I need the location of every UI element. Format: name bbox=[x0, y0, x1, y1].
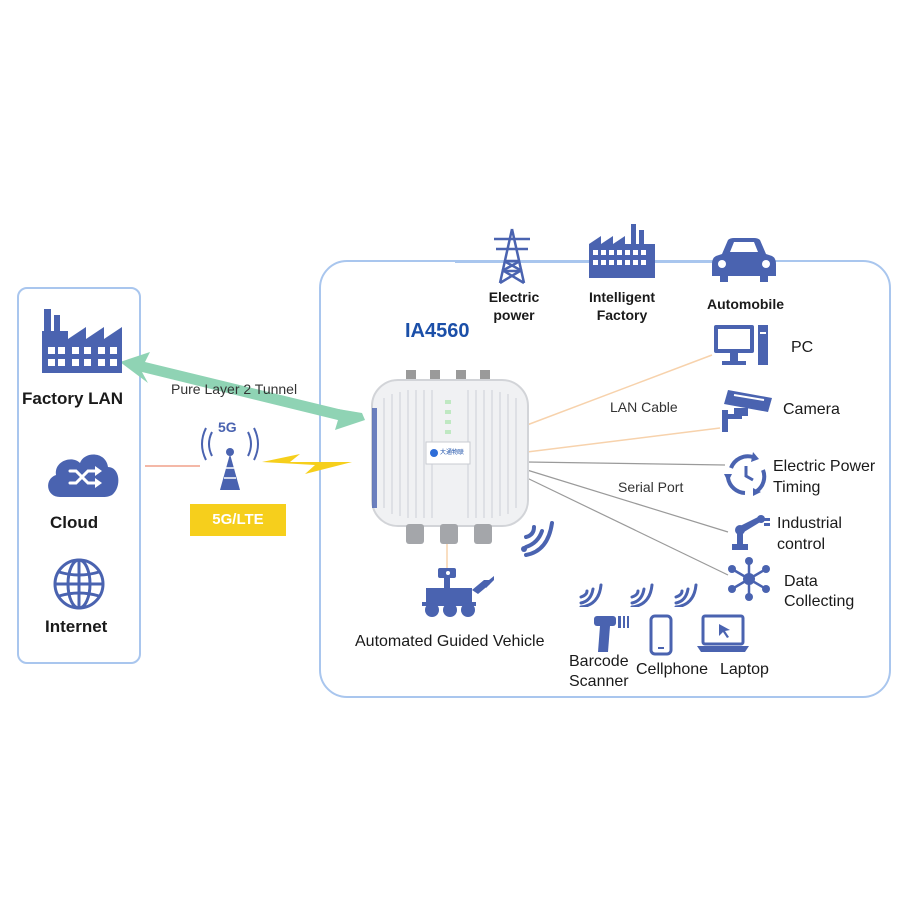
factory-icon bbox=[42, 309, 122, 373]
intelligent-factory-label-1: Intelligent bbox=[588, 289, 656, 305]
laptop-label: Laptop bbox=[720, 661, 769, 678]
lte-badge: 5G/LTE bbox=[190, 504, 286, 536]
barcode-scanner-label-2: Scanner bbox=[569, 673, 629, 690]
timing-icon bbox=[724, 452, 767, 496]
serial-port-label: Serial Port bbox=[618, 479, 684, 495]
laptop-icon bbox=[697, 614, 749, 652]
barcode-scanner-icon bbox=[594, 616, 629, 652]
electric-power-label-1: Electric bbox=[488, 289, 540, 305]
camera-icon bbox=[722, 390, 772, 432]
wifi-icon-phone bbox=[630, 583, 654, 607]
car-icon bbox=[712, 238, 776, 282]
data-collecting-label-2: Collecting bbox=[784, 593, 855, 610]
pc-label: PC bbox=[791, 339, 814, 356]
camera-label: Camera bbox=[783, 401, 840, 418]
electric-power-label-2: power bbox=[493, 307, 535, 323]
lan-line-pc bbox=[526, 354, 713, 426]
lightning-bolt bbox=[262, 454, 352, 474]
internet-label: Internet bbox=[45, 617, 108, 636]
wifi-icon-scanner bbox=[579, 583, 603, 607]
robot-arm-icon bbox=[732, 515, 770, 550]
power-tower-icon bbox=[494, 228, 530, 285]
electric-power-timing-label-2: Timing bbox=[773, 479, 821, 496]
lan-line-camera bbox=[526, 427, 721, 453]
intelligent-factory-label-2: Factory bbox=[596, 307, 648, 323]
barcode-scanner-label-1: Barcode bbox=[569, 653, 629, 670]
cloud-icon bbox=[48, 454, 119, 497]
tunnel-label: Pure Layer 2 Tunnel bbox=[171, 381, 298, 397]
industrial-control-label-1: Industrial bbox=[777, 515, 842, 532]
data-collecting-label-1: Data bbox=[784, 573, 818, 590]
device-logo-text: 大通物联 bbox=[440, 450, 465, 456]
factory-lan-label: Factory LAN bbox=[22, 389, 124, 408]
electric-power-timing-label-1: Electric Power bbox=[773, 458, 876, 475]
industrial-control-label-2: control bbox=[777, 536, 826, 553]
pc-icon bbox=[714, 325, 768, 365]
data-network-icon bbox=[728, 557, 770, 601]
lan-cable-label: LAN Cable bbox=[610, 399, 678, 415]
cellphone-label: Cellphone bbox=[636, 661, 709, 678]
cell-tower-icon bbox=[201, 427, 259, 490]
wifi-icon-device bbox=[521, 521, 554, 557]
router-device bbox=[371, 370, 529, 544]
device-model-title: IA4560 bbox=[405, 320, 470, 342]
agv-label: Automated Guided Vehicle bbox=[355, 633, 545, 650]
tunnel-arrow bbox=[120, 352, 365, 430]
serial-line-power bbox=[526, 461, 726, 466]
serial-line-industrial bbox=[526, 469, 729, 533]
globe-icon bbox=[53, 558, 105, 610]
automobile-label: Automobile bbox=[707, 296, 784, 312]
signal-5g-label: 5G bbox=[218, 419, 237, 435]
cellphone-icon bbox=[649, 614, 673, 656]
wifi-icon-laptop bbox=[674, 583, 698, 607]
cloud-label: Cloud bbox=[50, 513, 99, 532]
agv-icon bbox=[422, 568, 494, 617]
serial-line-data bbox=[526, 477, 729, 576]
intelligent-factory-icon bbox=[589, 224, 655, 278]
